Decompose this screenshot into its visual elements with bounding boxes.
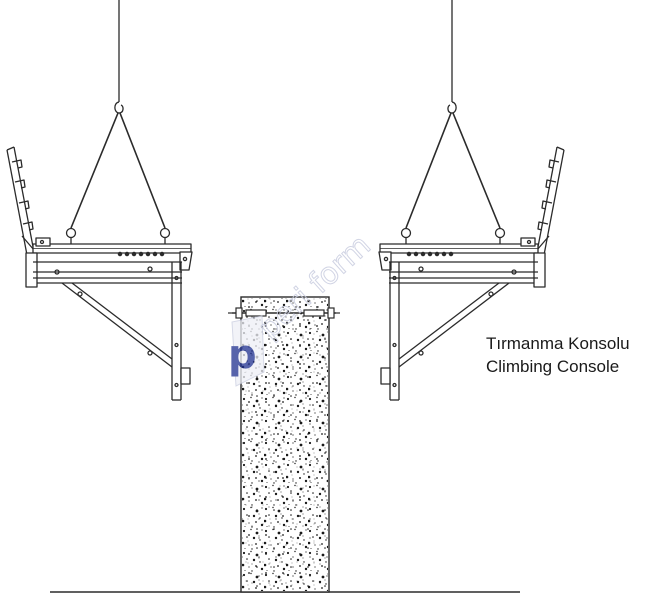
diagram-caption: Tırmanma Konsolu Climbing Console (486, 332, 630, 378)
anchor-tie-bar (228, 307, 340, 319)
label-turkish: Tırmanma Konsolu (486, 334, 630, 353)
watermark-logo: p (228, 315, 265, 387)
label-english: Climbing Console (486, 357, 620, 376)
climbing-console-left (6, 0, 193, 401)
watermark-logo-letter: p (228, 332, 257, 378)
